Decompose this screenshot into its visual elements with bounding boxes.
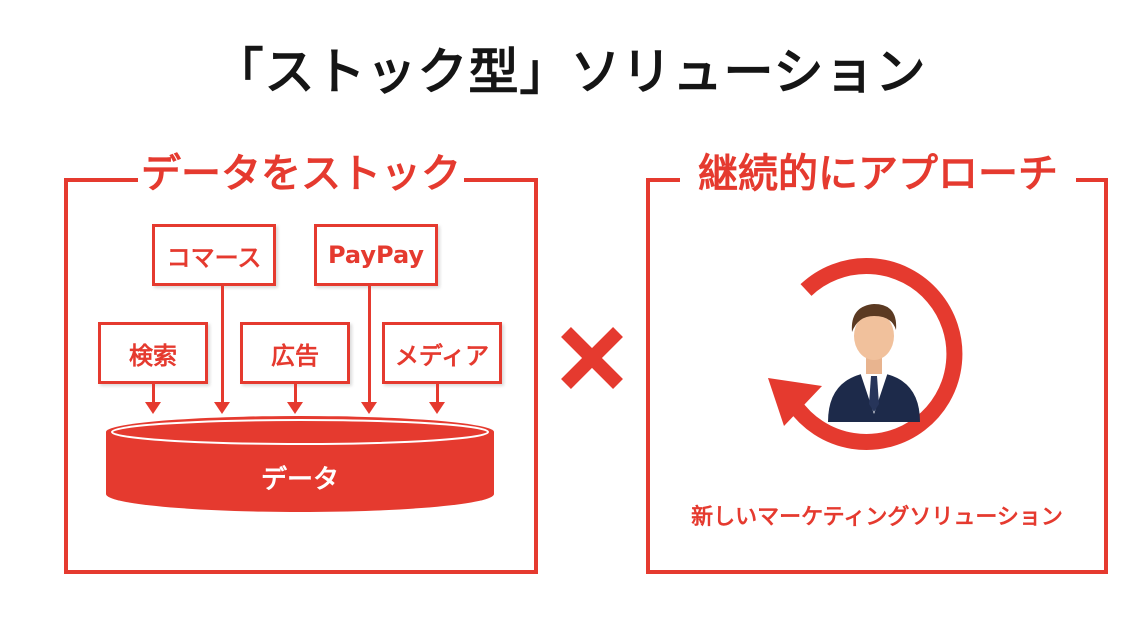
data-store-label: データ <box>260 465 339 495</box>
multiply-icon <box>561 327 623 389</box>
source-commerce: コマース <box>152 224 276 286</box>
person-in-suit-icon <box>828 304 920 422</box>
source-paypay: PayPay <box>314 224 438 286</box>
arrow-ads-to-data <box>287 384 303 414</box>
source-ads: 広告 <box>240 322 350 384</box>
stock-data-panel: データをストック <box>64 144 538 574</box>
source-search: 検索 <box>98 322 208 384</box>
solution-caption: 新しいマーケティングソリューション <box>691 505 1063 530</box>
arrow-search-to-data <box>145 384 161 414</box>
arrow-commerce-to-data <box>214 286 230 414</box>
cycle-arrow-icon <box>768 258 963 450</box>
database-cylinder-icon <box>106 416 494 512</box>
arrow-paypay-to-data <box>361 286 377 414</box>
page-title: 「ストック型」ソリューション <box>213 43 927 101</box>
arrow-media-to-data <box>429 384 445 414</box>
continuous-approach-panel: 継続的にアプローチ <box>646 144 1108 574</box>
continuous-approach-heading: 継続的にアプローチ <box>680 144 1076 204</box>
stock-data-heading: データをストック <box>138 144 464 204</box>
source-media: メディア <box>382 322 502 384</box>
